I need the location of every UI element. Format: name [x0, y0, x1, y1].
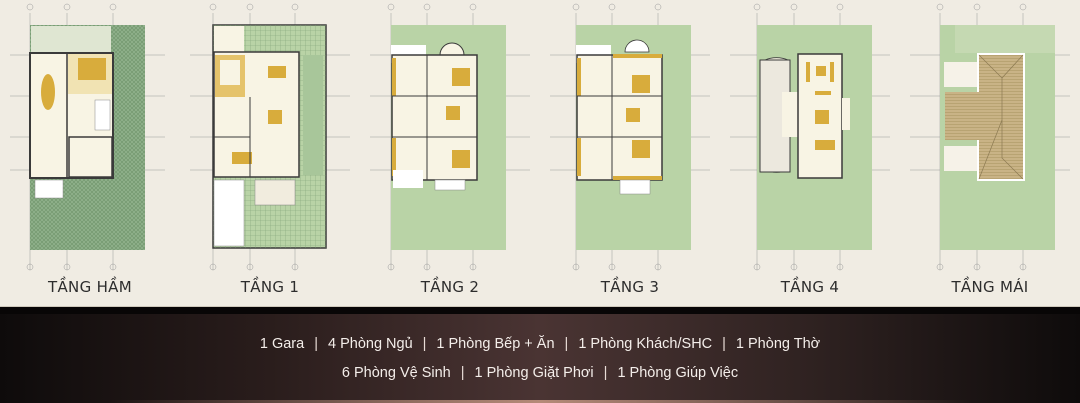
- separator: |: [422, 336, 427, 352]
- summary-item-maid-room: 1 Phòng Giúp Việc: [617, 365, 739, 381]
- plan-label-basement: TẦNG HẦM: [48, 278, 132, 296]
- summary-item-garage: 1 Gara: [259, 336, 305, 352]
- divider-bar: [0, 307, 1080, 314]
- floor-plan-4: TẦNG 4: [720, 0, 900, 307]
- floor-1-plan-drawing: [190, 3, 350, 271]
- plan-label-floor-2: TẦNG 2: [420, 278, 480, 296]
- summary-item-worship-room: 1 Phòng Thờ: [735, 336, 821, 352]
- floor-3-plan-drawing: [550, 3, 710, 271]
- plan-label-floor-3: TẦNG 3: [600, 278, 660, 296]
- bottom-glow-line: [0, 400, 1080, 403]
- floor-plan-1: TẦNG 1: [180, 0, 360, 307]
- room-summary-line-1: 1 Gara | 4 Phòng Ngủ | 1 Phòng Bếp + Ăn | 1 Ph…: [0, 336, 1080, 352]
- floor-2-plan-drawing: [370, 3, 530, 271]
- room-summary-line-2: 6 Phòng Vệ Sinh | 1 Phòng Giặt Phơi | 1 Phòn…: [0, 365, 1080, 381]
- separator: |: [603, 365, 608, 381]
- room-summary-panel: 1 Gara | 4 Phòng Ngủ | 1 Phòng Bếp + Ăn | 1 Ph…: [0, 314, 1080, 403]
- plan-label-floor-1: TẦNG 1: [240, 278, 300, 296]
- separator: |: [460, 365, 465, 381]
- roof-plan-drawing: [910, 3, 1070, 271]
- basement-plan-drawing: [10, 3, 165, 271]
- separator: |: [564, 336, 569, 352]
- floor-4-plan-drawing: [730, 3, 890, 271]
- plan-label-floor-4: TẦNG 4: [780, 278, 840, 296]
- summary-item-bathrooms: 6 Phòng Vệ Sinh: [341, 365, 451, 381]
- floor-plan-roof: TẦNG MÁI: [900, 0, 1080, 307]
- summary-item-living-room: 1 Phòng Khách/SHC: [578, 336, 713, 352]
- floor-plans-panel: TẦNG HẦM: [0, 0, 1080, 307]
- summary-item-kitchen-dining: 1 Phòng Bếp + Ăn: [436, 336, 555, 352]
- floor-plan-basement: TẦNG HẦM: [0, 0, 180, 307]
- separator: |: [314, 336, 318, 352]
- separator: |: [722, 336, 726, 352]
- summary-item-laundry: 1 Phòng Giặt Phơi: [474, 365, 594, 381]
- plan-label-roof: TẦNG MÁI: [951, 278, 1029, 296]
- floor-plan-3: TẦNG 3: [540, 0, 720, 307]
- floor-plan-2: TẦNG 2: [360, 0, 540, 307]
- summary-item-bedrooms: 4 Phòng Ngủ: [327, 336, 413, 352]
